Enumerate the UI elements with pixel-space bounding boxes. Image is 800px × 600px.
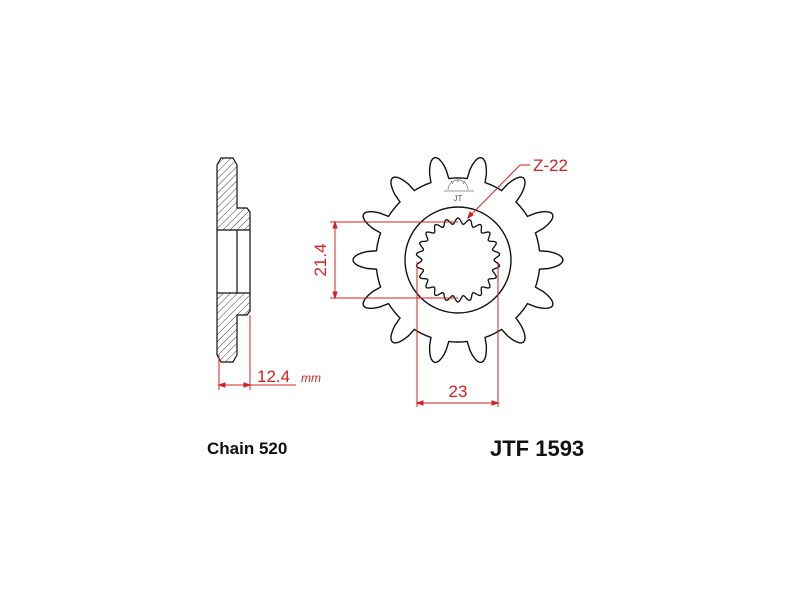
side-view (216, 157, 251, 363)
dimensions (217, 164, 530, 407)
thickness-label: 12.4 (257, 367, 290, 386)
inner-diameter-label: 21.4 (311, 243, 330, 276)
logo-text: JT (454, 194, 463, 203)
sprocket-front-view (352, 156, 564, 364)
spline-diameter-label: 23 (449, 382, 468, 401)
chain-label: Chain 520 (207, 439, 288, 458)
unit-label: mm (301, 371, 321, 385)
jt-logo: JT (444, 178, 474, 203)
tooth-count-label: Z-22 (533, 156, 568, 175)
part-number: JTF 1593 (490, 436, 585, 461)
